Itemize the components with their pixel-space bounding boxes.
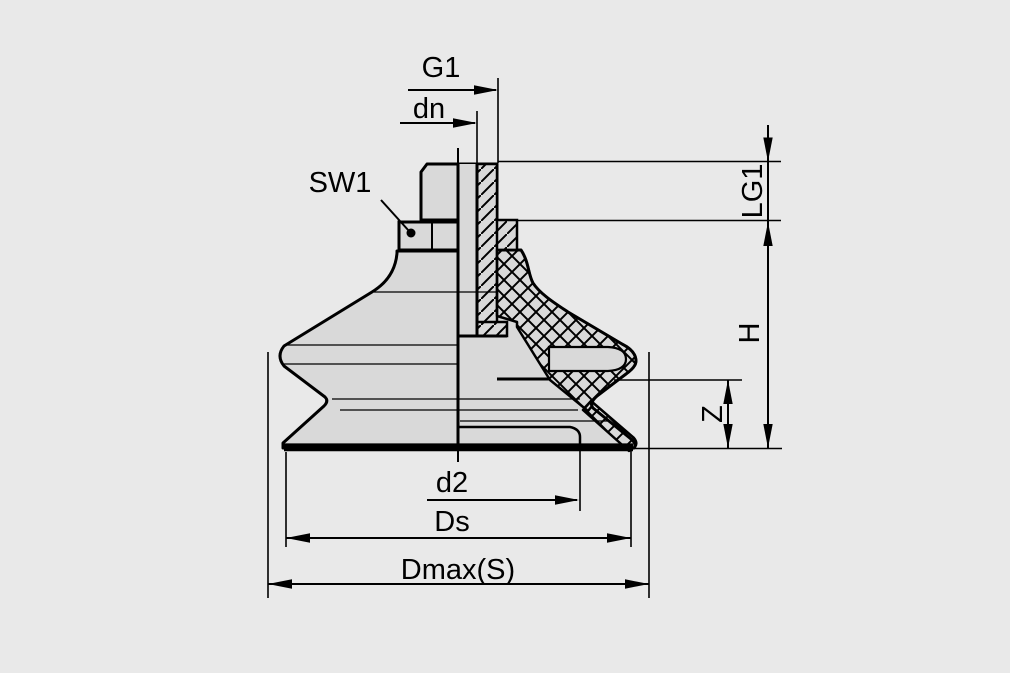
dim-label-g1: G1 xyxy=(422,52,461,84)
vacuum-hole-column xyxy=(458,164,477,378)
dim-label-dn: dn xyxy=(413,93,445,125)
cup-body-left-half xyxy=(278,249,460,450)
dim-label-dmax: Dmax(S) xyxy=(401,554,515,586)
dim-label-h: H xyxy=(734,323,766,344)
fold-inner-pocket xyxy=(547,345,628,373)
sw1-leader-dot xyxy=(406,228,416,238)
sw1-leader-line xyxy=(380,199,410,232)
dim-label-d2: d2 xyxy=(436,467,468,499)
dim-label-lg1: LG1 xyxy=(737,164,769,219)
nipple-hatch-column xyxy=(475,162,499,338)
dim-label-sw1: SW1 xyxy=(309,167,372,199)
nipple-flange xyxy=(459,320,509,338)
extension-lines xyxy=(267,78,782,598)
dimension-arrowheads xyxy=(268,85,773,589)
dim-label-ds: Ds xyxy=(434,506,469,538)
lip-inner-edge xyxy=(458,425,582,446)
dim-label-z: Z xyxy=(697,405,729,423)
